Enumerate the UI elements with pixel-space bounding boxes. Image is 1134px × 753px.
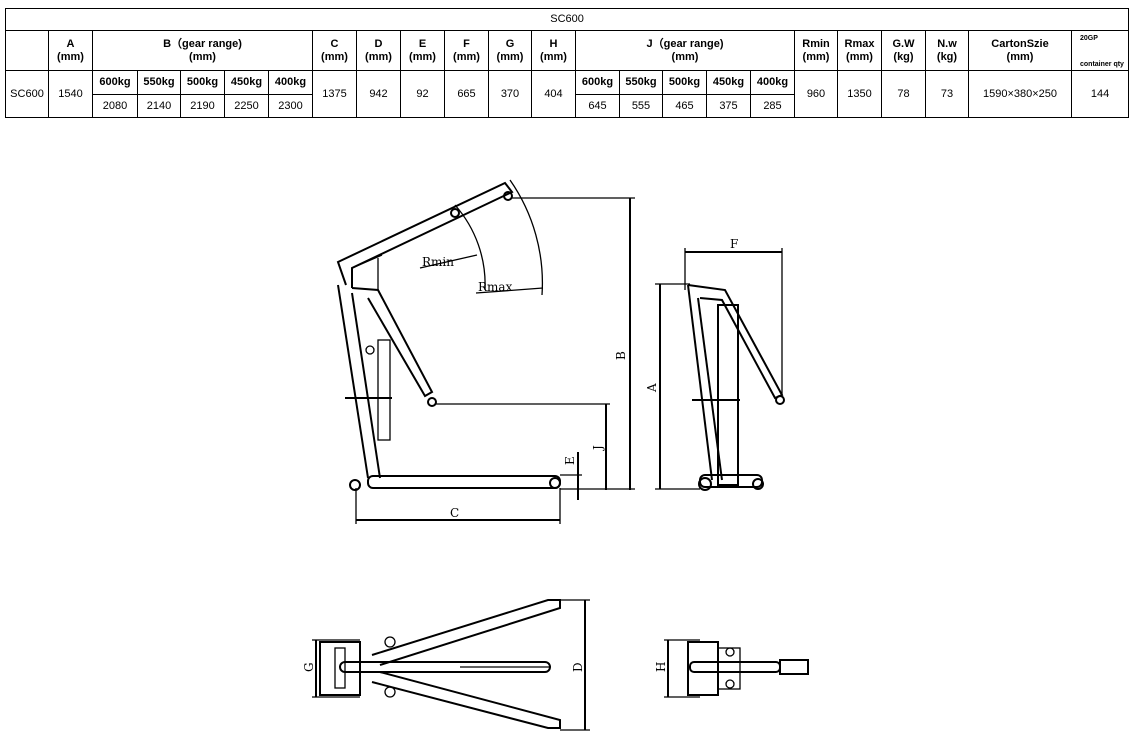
header-f: F(mm) [444, 30, 489, 71]
cell-a: 1540 [48, 70, 93, 118]
label-j: J [591, 445, 605, 452]
j-load: 500kg [662, 70, 707, 95]
cell-carton: 1590×380×250 [968, 70, 1072, 118]
spec-table: SC600 A(mm) B（gear range)(mm) C(mm) D(mm… [4, 8, 1130, 118]
header-b: B（gear range)(mm) [92, 30, 313, 71]
label-f: F [730, 237, 738, 251]
label-rmin: Rmin [422, 255, 454, 269]
mast [337, 284, 369, 479]
b-load: 450kg [224, 70, 269, 95]
rmin-arc [454, 204, 486, 291]
cell-nw: 73 [925, 70, 969, 118]
folded-top-view-drawing: H [654, 639, 809, 698]
base-leg [367, 475, 561, 489]
header-row: A(mm) B（gear range)(mm) C(mm) D(mm) E(mm… [5, 30, 1130, 71]
rmax-arc [509, 179, 544, 296]
label-e: E [563, 456, 577, 465]
cell-rmax: 1350 [837, 70, 882, 118]
b-value: 2250 [224, 94, 269, 118]
header-g: G(mm) [488, 30, 532, 71]
label-g: G [302, 662, 316, 672]
side-view-drawing: Rmin Rmax B J E C [336, 179, 635, 524]
header-carton: CartonSzie(mm) [968, 30, 1072, 71]
hook-icon [427, 397, 437, 407]
wheel-icon [698, 477, 712, 491]
label-a: A [645, 383, 659, 393]
wheel-icon [349, 479, 361, 491]
label-h: H [654, 662, 668, 672]
front-view-drawing: F A [645, 237, 785, 491]
j-load: 450kg [706, 70, 751, 95]
label-rmax: Rmax [478, 280, 513, 294]
b-value: 2300 [268, 94, 313, 118]
top-view-drawing: G D [302, 599, 590, 731]
j-value: 555 [619, 94, 663, 118]
header-gw: G.W(kg) [881, 30, 926, 71]
header-nw: N.w(kg) [925, 30, 969, 71]
label-d: D [571, 662, 585, 672]
j-value: 465 [662, 94, 707, 118]
data-row-values: 2080 2140 2190 2250 2300 645 555 465 375… [6, 94, 1129, 118]
data-row-loads: SC600 1540 600kg 550kg 500kg 450kg 400kg… [5, 70, 1130, 118]
cell-f: 665 [444, 70, 489, 118]
cell-g: 370 [488, 70, 532, 118]
b-load: 600kg [92, 70, 138, 95]
header-c: C(mm) [312, 30, 357, 71]
cell-d: 942 [356, 70, 401, 118]
j-value: 285 [750, 94, 795, 118]
label-b: B [614, 351, 628, 360]
boom [336, 181, 514, 288]
header-j: J（gear range)(mm) [575, 30, 795, 71]
cell-model: SC600 [5, 70, 49, 118]
b-value: 2080 [92, 94, 138, 118]
b-load: 550kg [137, 70, 181, 95]
header-rmin: Rmin(mm) [794, 30, 838, 71]
j-value: 645 [575, 94, 620, 118]
cell-e: 92 [400, 70, 445, 118]
header-e: E(mm) [400, 30, 445, 71]
b-load: 500kg [180, 70, 225, 95]
cell-h: 404 [531, 70, 576, 118]
header-a: A(mm) [48, 30, 93, 71]
cell-container: 144 [1070, 70, 1130, 118]
header-h: H(mm) [531, 30, 576, 71]
label-c: C [450, 506, 459, 520]
b-value: 2140 [137, 94, 181, 118]
